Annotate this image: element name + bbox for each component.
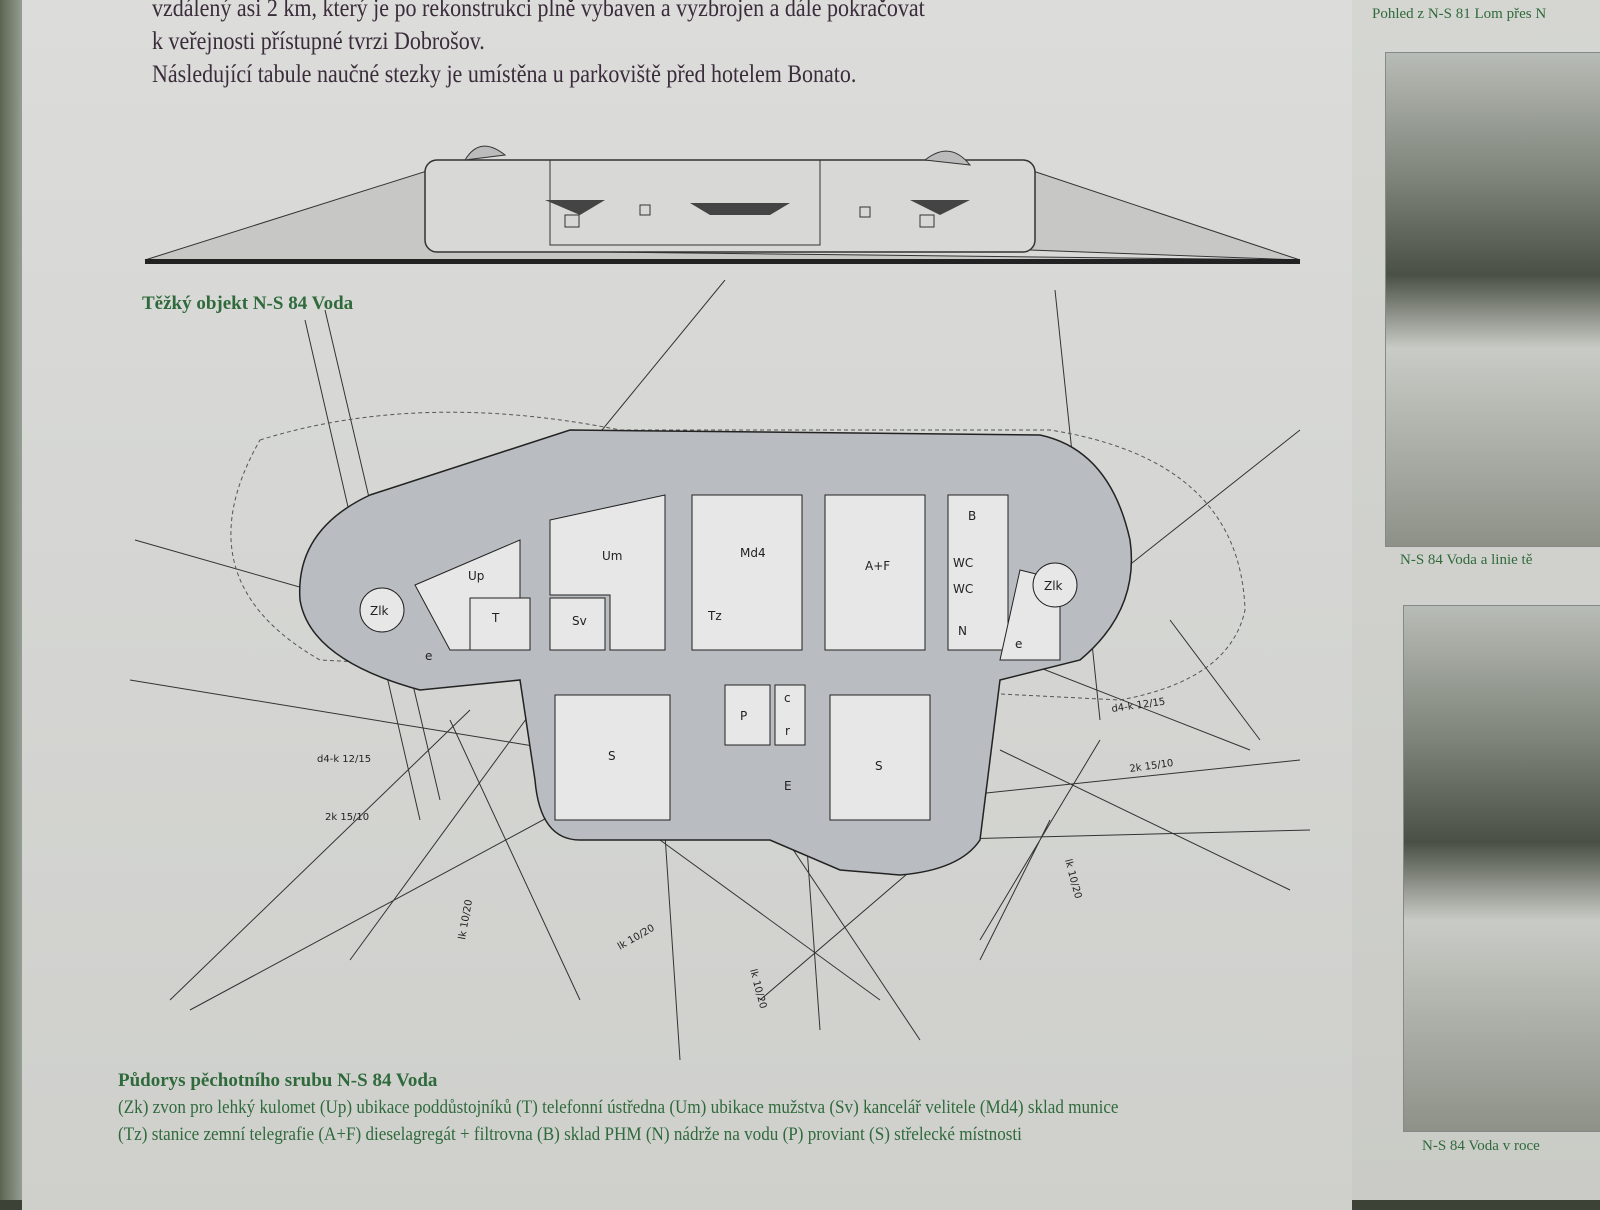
room-label: N [958,624,967,638]
dim-label: lk 10/20 [747,968,768,1010]
intro-line: k veřejnosti přístupné tvrzi Dobrošov. [152,28,485,55]
dim-label: 2k 15/10 [325,812,369,823]
room-label: S [608,749,616,763]
room-label: r [785,724,790,738]
room-label: e [425,649,432,663]
fire-lines [129,280,1311,1060]
room-labels: Zlk Zlk Up T Um Sv Md4 Tz A+F B WC WC N … [370,509,1063,793]
room-label: e [1015,637,1022,651]
plan-title: Půdorys pěchotního srubu N-S 84 Voda [118,1070,438,1091]
room-label: Md4 [740,546,766,560]
room-label: A+F [865,559,890,573]
photo-caption-top: Pohled z N-S 81 Lom přes N [1372,6,1547,22]
photo-caption-mid: N-S 84 Voda a linie tě [1400,552,1533,568]
rooms [359,494,1078,821]
photo-caption-bottom: N-S 84 Voda v roce [1422,1138,1540,1154]
dim-label: 2k 15/10 [1129,758,1174,775]
room-label: Up [468,569,484,583]
room-label: WC [953,582,973,596]
plan-legend: (Zk) zvon pro lehký kulomet (Up) ubikace… [118,1094,1119,1148]
room-label: Um [602,549,622,563]
dim-label: d4-k 12/15 [317,754,371,765]
elevation-title: Těžký objekt N-S 84 Voda [142,293,354,314]
legend-line: (Tz) stanice zemní telegrafie (A+F) dies… [118,1124,1022,1145]
dim-label: lk 10/20 [616,923,657,953]
room-label: Zlk [370,604,389,618]
room-label: WC [953,556,973,570]
room-label: Tz [707,609,722,623]
elevation-drawing [144,145,1301,264]
room-label: B [968,509,976,523]
intro-text: vzdálený asi 2 km, který je po rekonstru… [152,0,925,91]
room-label: E [784,779,792,793]
room-label: S [875,759,883,773]
room-label: c [784,691,791,705]
room-label: Zlk [1044,579,1063,593]
legend-line: (Zk) zvon pro lehký kulomet (Up) ubikace… [118,1097,1119,1118]
room-label: T [491,611,500,625]
floor-plan: Zlk Zlk Up T Um Sv Md4 Tz A+F B WC WC N … [129,280,1311,1060]
photo-bunker-view [1385,52,1600,547]
intro-line: vzdálený asi 2 km, který je po rekonstru… [152,0,925,22]
photo-historic [1403,605,1600,1132]
dim-label: lk 10/20 [1062,858,1083,900]
room-label: Sv [572,614,587,628]
intro-line: Následující tabule naučné stezky je umís… [152,61,857,88]
dim-label: lk 10/20 [457,899,475,941]
room-label: P [740,709,747,723]
